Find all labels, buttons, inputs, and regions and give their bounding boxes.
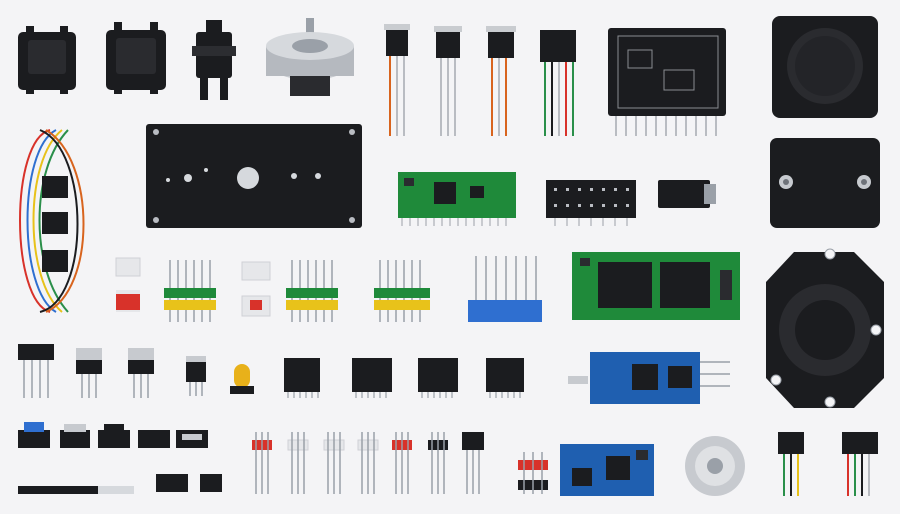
transistor-wired-1	[384, 24, 410, 136]
ic-chip-1	[284, 358, 320, 398]
blue-pcb-module	[568, 352, 730, 404]
pin-connector-2	[287, 432, 309, 494]
control-board-black	[608, 28, 726, 136]
connector-small-2	[98, 424, 130, 448]
wire-connector-2	[842, 432, 878, 496]
mini-connector-2	[200, 474, 222, 492]
ribbon-wire-connector	[540, 30, 576, 136]
pin-connector-4	[357, 432, 379, 494]
connector-small-4	[176, 430, 208, 448]
black-panel	[146, 124, 362, 228]
brushless-motor	[266, 18, 354, 96]
ic-chip-2	[352, 358, 392, 398]
switch-red	[116, 290, 140, 312]
switch-white-small	[241, 261, 271, 317]
blue-pcb-small	[560, 444, 654, 496]
connector-small-blue	[18, 422, 50, 448]
connector-small-1	[60, 424, 90, 448]
connector-black	[192, 20, 236, 100]
header-green-yellow-1	[164, 260, 216, 322]
led-amber	[230, 364, 254, 394]
pin-strip	[18, 486, 134, 494]
header-green-yellow-3	[374, 260, 430, 322]
wire-connector-1	[778, 432, 804, 496]
connector-small-3	[138, 430, 170, 448]
header-blue	[468, 256, 542, 322]
regulator-2	[128, 348, 154, 398]
transistor-wired-2	[434, 26, 462, 136]
black-enclosure	[770, 138, 880, 228]
pin-connector-5	[392, 432, 412, 494]
relay-2	[106, 22, 166, 94]
regulator-1	[76, 348, 102, 398]
pin-connector-3	[323, 432, 345, 494]
pin-connector-8	[518, 452, 548, 494]
mini-connector-1	[156, 474, 188, 492]
speaker-black	[772, 16, 878, 118]
green-pcb-module	[398, 172, 516, 226]
transistor-wired-3	[486, 26, 516, 136]
round-motor-housing	[766, 248, 884, 408]
pin-header-black	[546, 180, 636, 226]
wire-harness	[19, 129, 85, 313]
voltage-regulator	[186, 356, 206, 396]
ic-chip-4	[486, 358, 524, 398]
pin-connector-6	[428, 432, 448, 494]
metal-knob	[685, 436, 745, 496]
barrel-jack	[658, 180, 716, 208]
pin-connector-7	[462, 432, 484, 494]
switch-white	[115, 257, 141, 277]
bridge-rectifier	[18, 344, 54, 398]
pin-connector-1	[252, 432, 272, 494]
header-green-yellow-2	[286, 260, 338, 322]
relay-1	[18, 26, 76, 94]
green-board-chips	[572, 252, 740, 320]
ic-chip-3	[418, 358, 458, 398]
